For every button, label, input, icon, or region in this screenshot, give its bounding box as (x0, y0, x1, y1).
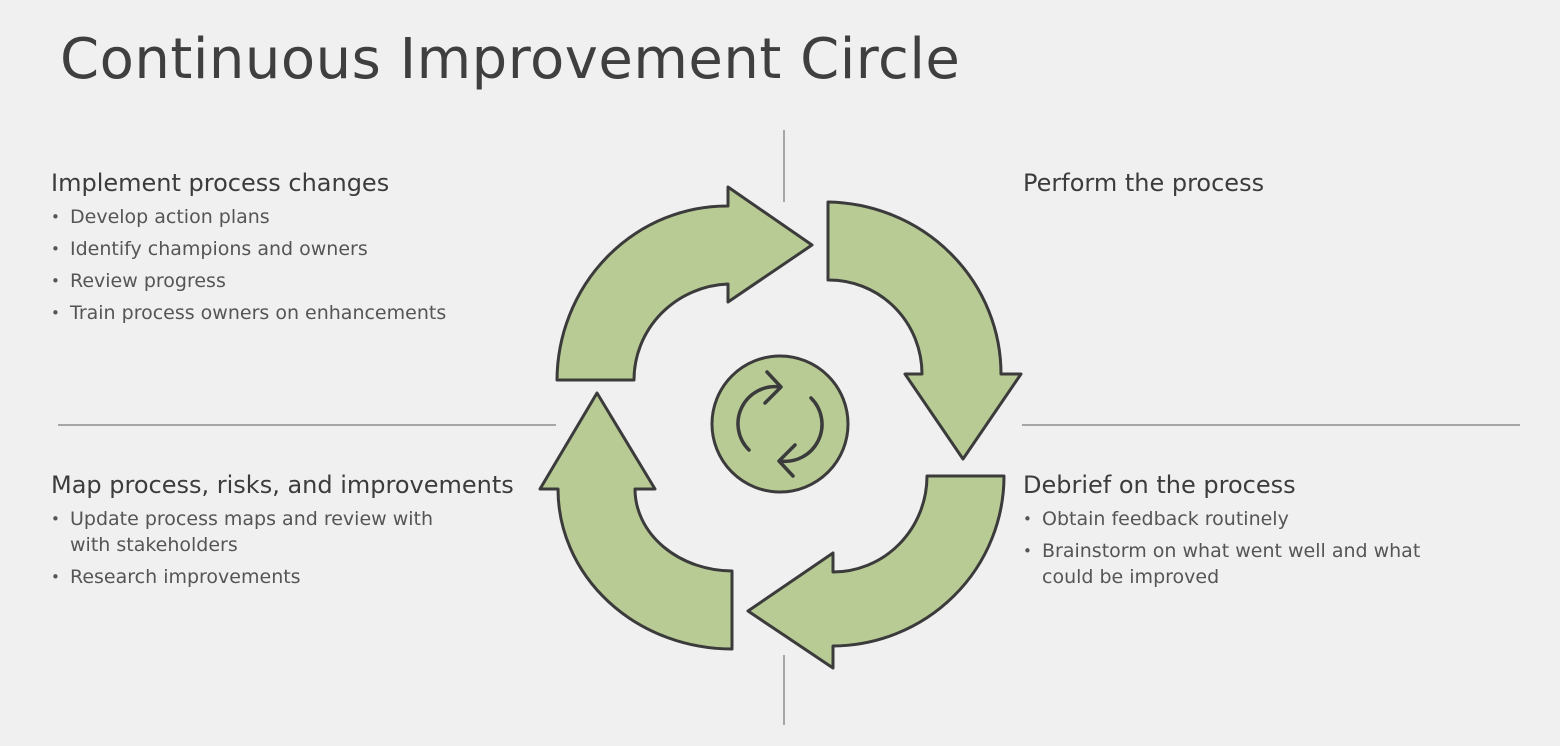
center-circle (710, 354, 850, 494)
quadrant-debrief: Debrief on the process Obtain feedback r… (1023, 470, 1493, 596)
bullet-item: Review progress (51, 268, 521, 294)
quadrant-implement: Implement process changes Develop action… (51, 168, 521, 332)
bullet-item: Brainstorm on what went well and what co… (1023, 538, 1432, 590)
quadrant-heading: Map process, risks, and improvements (51, 471, 514, 499)
arrow-implement-to-perform (555, 185, 814, 382)
page-title: Continuous Improvement Circle (60, 27, 961, 92)
bullet-item: Obtain feedback routinely (1023, 506, 1432, 532)
quadrant-heading: Debrief on the process (1023, 471, 1296, 499)
quadrant-heading: Perform the process (1023, 169, 1265, 197)
bullet-list: Update process maps and review with with… (51, 506, 521, 590)
arrow-map-to-implement (538, 391, 734, 651)
bullet-item: Research improvements (51, 564, 440, 590)
bullet-item: Identify champions and owners (51, 236, 521, 262)
arrow-perform-to-debrief (826, 200, 1023, 461)
arrow-debrief-to-map (746, 474, 1006, 670)
bullet-list: Obtain feedback routinely Brainstorm on … (1023, 506, 1493, 590)
bullet-list: Develop action plans Identify champions … (51, 204, 521, 326)
quadrant-map: Map process, risks, and improvements Upd… (51, 470, 521, 596)
quadrant-heading: Implement process changes (51, 169, 390, 197)
bullet-item: Develop action plans (51, 204, 521, 230)
quadrant-perform: Perform the process (1023, 168, 1493, 204)
refresh-cycle-icon (736, 370, 824, 478)
bullet-item: Train process owners on enhancements (51, 300, 521, 326)
bullet-item: Update process maps and review with with… (51, 506, 440, 558)
